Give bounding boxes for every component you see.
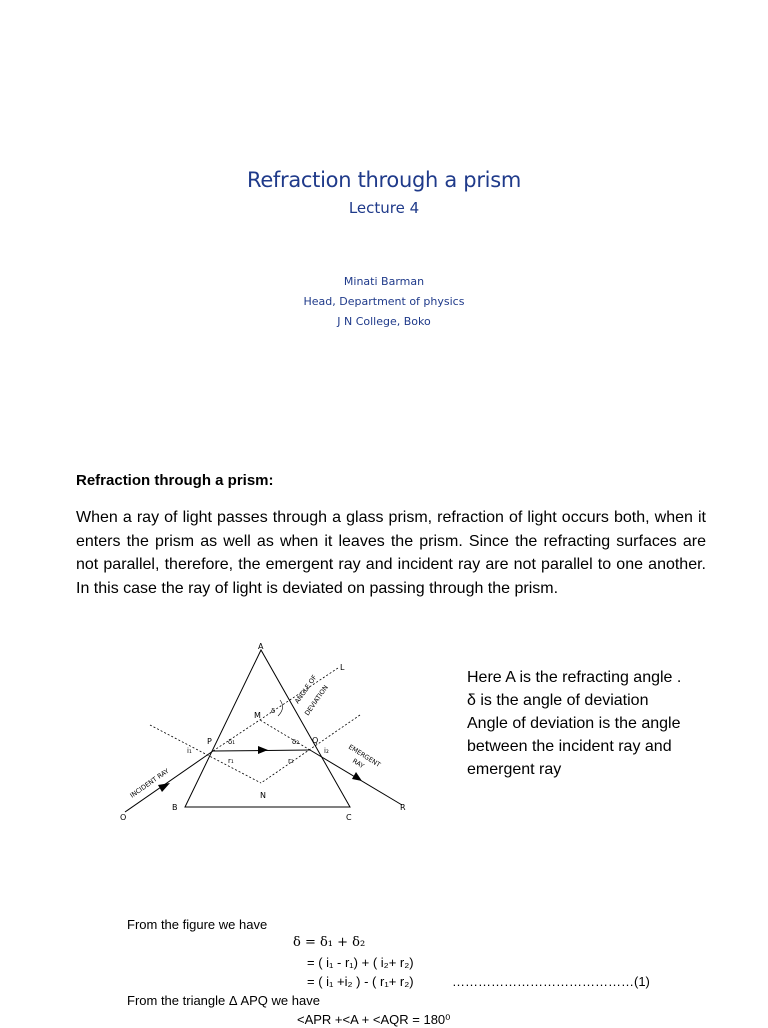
- label-N: N: [260, 791, 266, 800]
- side-text-line2: δ is the angle of deviation: [467, 692, 649, 709]
- label-C: C: [346, 813, 352, 822]
- deviation-arc: [277, 699, 283, 717]
- body-paragraph: When a ray of light passes through a gla…: [76, 509, 706, 597]
- label-d2: δ₂: [292, 738, 299, 746]
- label-i1: i₁: [187, 747, 192, 755]
- eq-intro: From the figure we have: [127, 917, 268, 932]
- label-A: A: [258, 642, 264, 651]
- normal-right: [260, 714, 361, 784]
- eq-line2: = ( i₁ - r₁) + ( i₂+ r₂): [307, 955, 414, 970]
- label-r2: r₂: [288, 757, 294, 765]
- side-text-blue: Angle of deviation is the angle between …: [467, 715, 681, 778]
- prism-triangle: [184, 648, 351, 808]
- author-position: Head, Department of physics: [303, 295, 465, 308]
- eq-line1: δ = δ₁ + δ₂: [293, 935, 366, 950]
- emergent-extension: [259, 719, 311, 751]
- label-P: P: [207, 737, 212, 746]
- label-emergent: EMERGENT: [347, 743, 382, 769]
- label-r1: r₁: [228, 757, 234, 765]
- author-college: J N College, Boko: [337, 315, 431, 328]
- section-heading: Refraction through a prism:: [76, 472, 274, 489]
- incident-arrow: [158, 783, 170, 792]
- incident-ray: [124, 750, 214, 813]
- refracted-arrow: [258, 746, 268, 754]
- label-R: R: [400, 803, 406, 812]
- page-title: Refraction through a prism: [246, 168, 522, 192]
- prism-diagram: A B C L M N O P Q R i₁ r₁ r₂ i₂ δ₁ δ₂ δ …: [120, 642, 406, 822]
- side-text-line1: Here A is the refracting angle .: [467, 669, 682, 686]
- label-B: B: [172, 803, 178, 812]
- author-name: Minati Barman: [343, 275, 425, 288]
- eq-line3-tag: ……………………………………(1): [452, 974, 650, 989]
- label-delta: δ: [271, 707, 275, 715]
- label-d1: δ₁: [228, 738, 235, 746]
- incident-extension: [212, 667, 339, 752]
- eq-line4: <APR +<A + <AQR = 180⁰: [297, 1012, 451, 1027]
- label-i2: i₂: [324, 747, 329, 755]
- normal-left: [149, 724, 262, 784]
- label-Q: Q: [312, 736, 318, 745]
- page-subtitle: Lecture 4: [348, 199, 420, 217]
- emergent-arrow: [352, 772, 362, 781]
- eq-line3: = ( i₁ +i₂ ) - ( r₁+ r₂): [307, 974, 414, 989]
- label-L: L: [340, 663, 345, 672]
- label-M: M: [254, 711, 261, 720]
- eq-triangle-intro: From the triangle Δ APQ we have: [127, 993, 320, 1008]
- label-O: O: [120, 813, 126, 822]
